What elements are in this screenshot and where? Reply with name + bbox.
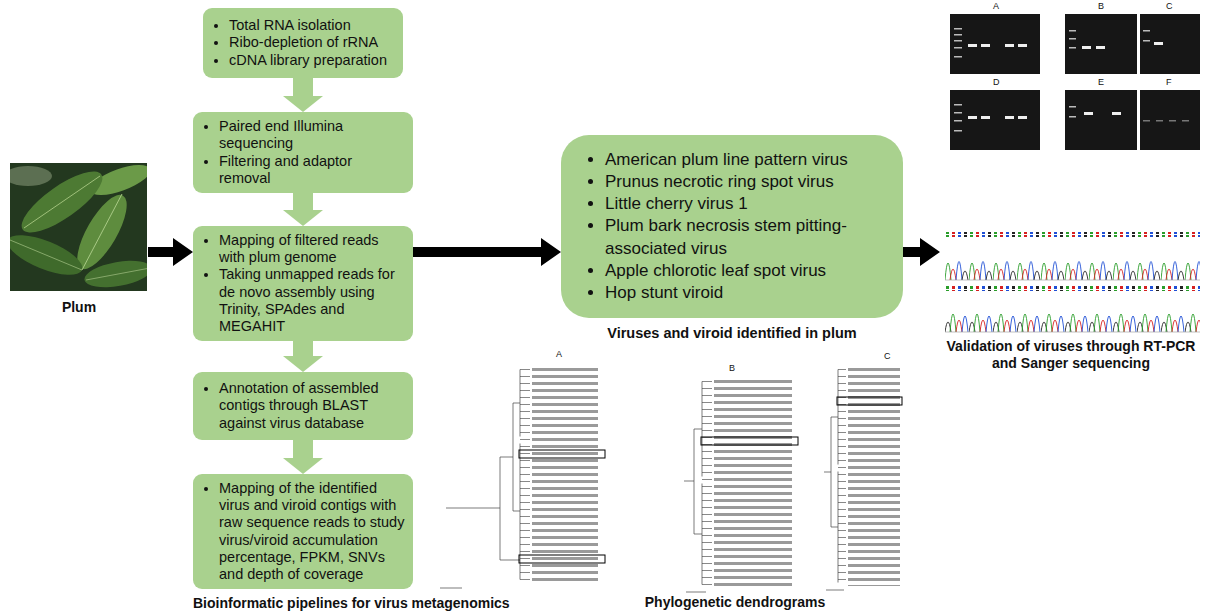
process-box: Paired end Illumina sequencingFiltering … [193,112,413,193]
caption-text: Validation of viruses through RT-PCR and… [940,338,1202,372]
bullet-text: Hop stunt viroid [605,282,885,304]
bullet-list: Mapping of filtered reads with plum geno… [201,232,405,335]
bullet-text: Ribo-depletion of rRNA [229,34,395,51]
caption-text: Plum [10,299,148,316]
sanger-chromatograms [945,232,1200,332]
result-box: American plum line pattern virusPrunus n… [561,135,903,318]
process-box: Annotation of assembled contigs through … [193,372,413,440]
block-arrow [903,238,940,266]
figure-caption: Bioinformatic pipelines for virus metage… [193,596,510,611]
bullet-text: Taking unmapped reads for de novo assemb… [219,266,405,334]
figure-caption: Phylogenetic dendrograms [645,595,825,610]
bullet-list: Mapping of the identified virus and viro… [201,480,405,583]
bullet-text: Mapping of filtered reads with plum geno… [219,232,405,266]
block-arrow [283,193,323,226]
block-arrow [413,238,561,266]
panel-letter: E [1098,78,1104,88]
panel-letter: C [1166,2,1173,12]
gel-images [950,14,1200,150]
panel-letter: A [993,2,999,12]
bullet-list: Total RNA isolationRibo-depletion of rRN… [211,17,395,68]
plum-leaf-photo [10,163,147,291]
box-heading: Viruses and viroid identified in plum [541,325,923,342]
panel-letter: F [1166,78,1172,88]
bullet-text: Filtering and adaptor removal [219,153,405,187]
bullet-text: Total RNA isolation [229,17,395,34]
panel-letter: D [993,78,1000,88]
bullet-text: Apple chlorotic leaf spot virus [605,260,885,282]
bullet-list: Paired end Illumina sequencingFiltering … [201,118,405,186]
panel-letter: A [556,350,562,360]
phylogenetic-trees [440,366,902,592]
bullet-text: Annotation of assembled contigs through … [219,380,405,431]
bullet-text: cDNA library preparation [229,52,395,69]
process-box: Mapping of the identified virus and viro… [193,474,413,589]
panel-letter: C [884,352,891,362]
bullet-text: American plum line pattern virus [605,149,885,171]
bullet-text: Prunus necrotic ring spot virus [605,171,885,193]
block-arrow [148,238,193,266]
plum-photo-frame: Plum [10,163,148,325]
validation-panel: Validation of viruses through RT-PCR and… [940,2,1202,382]
block-arrow [283,78,323,112]
bullet-text: Little cherry virus 1 [605,193,885,215]
panel-letter: B [1098,2,1104,12]
bullet-list: American plum line pattern virusPrunus n… [581,149,885,304]
bullet-text: Mapping of the identified virus and viro… [219,480,405,583]
bullet-text: Plum bark necrosis stem pitting-associat… [605,215,885,259]
bullet-text: Paired end Illumina sequencing [219,118,405,152]
process-box: Mapping of filtered reads with plum geno… [193,226,413,341]
panel-letter: B [729,364,735,374]
bullet-list: Annotation of assembled contigs through … [201,380,405,431]
process-box: Total RNA isolationRibo-depletion of rRN… [203,8,403,78]
block-arrow [283,341,323,372]
block-arrow [283,440,323,474]
